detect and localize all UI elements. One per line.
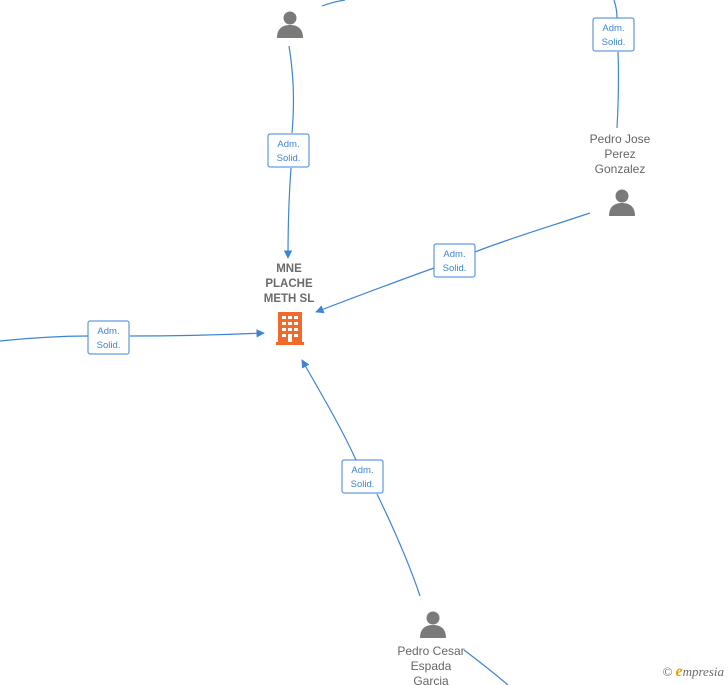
person-icon[interactable] <box>609 189 635 217</box>
badge-line2: Solid. <box>351 479 375 490</box>
edge-pedro-jose <box>316 212 591 312</box>
edge-offscreen-top <box>321 0 346 7</box>
person-name-line: Perez <box>604 147 635 161</box>
badge-line2: Solid. <box>443 263 467 274</box>
company-name-line: MNE <box>276 263 302 275</box>
badge-line1: Adm. <box>277 139 299 150</box>
badge-line2: Solid. <box>277 153 301 164</box>
badge-line2: Solid. <box>602 37 626 48</box>
relation-badge[interactable]: Adm. Solid. <box>341 459 384 494</box>
badge-line1: Adm. <box>602 23 624 34</box>
badge-line1: Adm. <box>351 465 373 476</box>
brand-name: mpresia <box>682 664 724 679</box>
relation-badge[interactable]: Adm. Solid. <box>592 17 635 52</box>
copyright-symbol: © <box>662 664 673 679</box>
badge-line1: Adm. <box>97 326 119 337</box>
building-icon[interactable] <box>276 312 304 345</box>
company-name-line: METH SL <box>264 293 314 305</box>
edge-pedro-cesar-offscreen <box>463 649 509 685</box>
person-name-line: Espada <box>411 659 452 673</box>
relation-badge[interactable]: Adm. Solid. <box>87 320 130 355</box>
edge-pedro-cesar <box>302 360 421 597</box>
edge-top-person <box>288 45 293 258</box>
badge-line2: Solid. <box>97 340 121 351</box>
company-name-line: PLACHE <box>265 278 313 290</box>
edge-left <box>0 333 264 341</box>
person-icon[interactable] <box>420 611 446 639</box>
brand-initial: e <box>675 663 683 680</box>
person-name-line: Garcia <box>413 674 449 685</box>
person-name-line: Gonzalez <box>595 162 646 176</box>
empresia-watermark: © empresia <box>662 663 724 681</box>
person-name-line: Pedro Cesar <box>397 644 464 658</box>
relation-badge[interactable]: Adm. Solid. <box>433 243 476 278</box>
person-name-line: Pedro Jose <box>590 132 651 146</box>
badge-line1: Adm. <box>443 249 465 260</box>
relation-badge[interactable]: Adm. Solid. <box>267 133 310 168</box>
person-icon[interactable] <box>277 11 303 39</box>
edge-top-right <box>613 0 620 129</box>
